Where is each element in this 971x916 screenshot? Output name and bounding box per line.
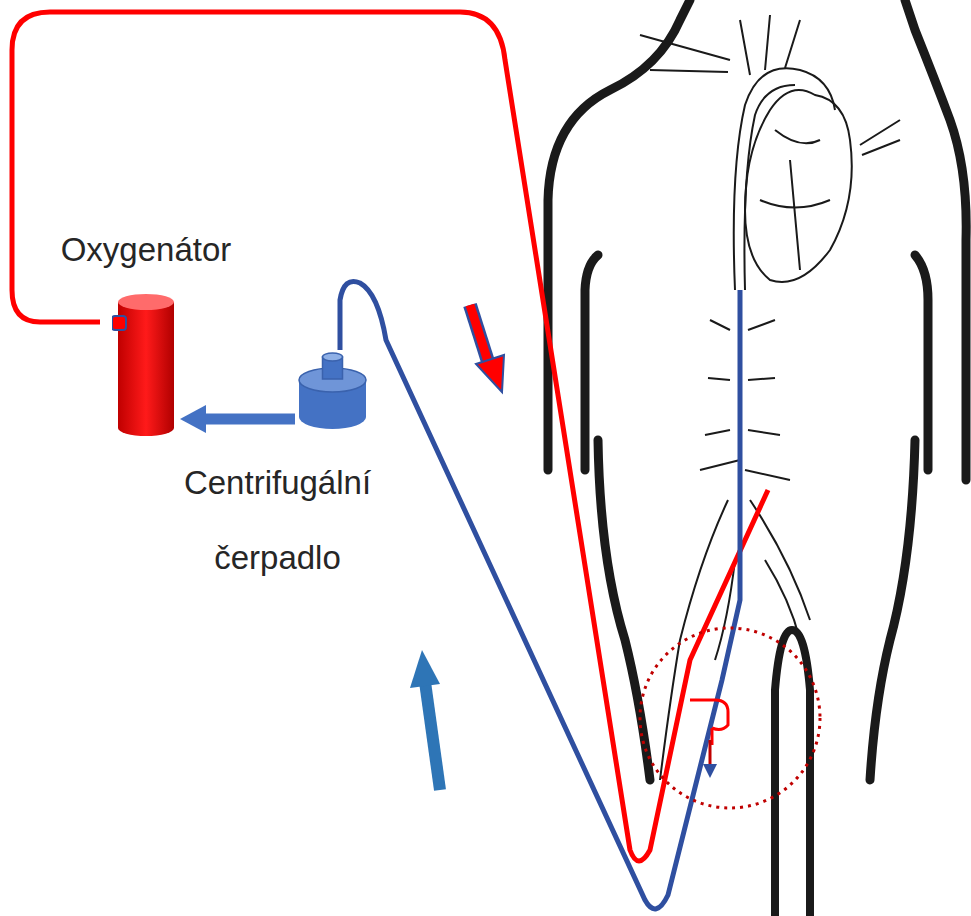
component-label: Oxygenátor [61,230,232,270]
arterial-tube [12,12,768,861]
flow-arrow [703,764,717,778]
distal-cannula [690,700,728,729]
detail-circle [640,628,820,808]
venous-tube [340,281,740,908]
flow-arrow [709,740,712,768]
flow-arrow-red [470,305,504,392]
heart-and-vessels [640,15,900,780]
flow-arrow-blue [410,650,440,790]
body-outline [548,0,966,780]
leg-outline [775,630,810,916]
oxygenator: Oxygenátor [112,290,180,438]
centrifugal-pump: Centrifugální čerpadlo [295,340,370,435]
flow-connector [180,405,295,433]
pump-shape [295,340,370,435]
component-label: Centrifugální čerpadlo [153,445,403,595]
oxygenator-shape [112,290,180,438]
